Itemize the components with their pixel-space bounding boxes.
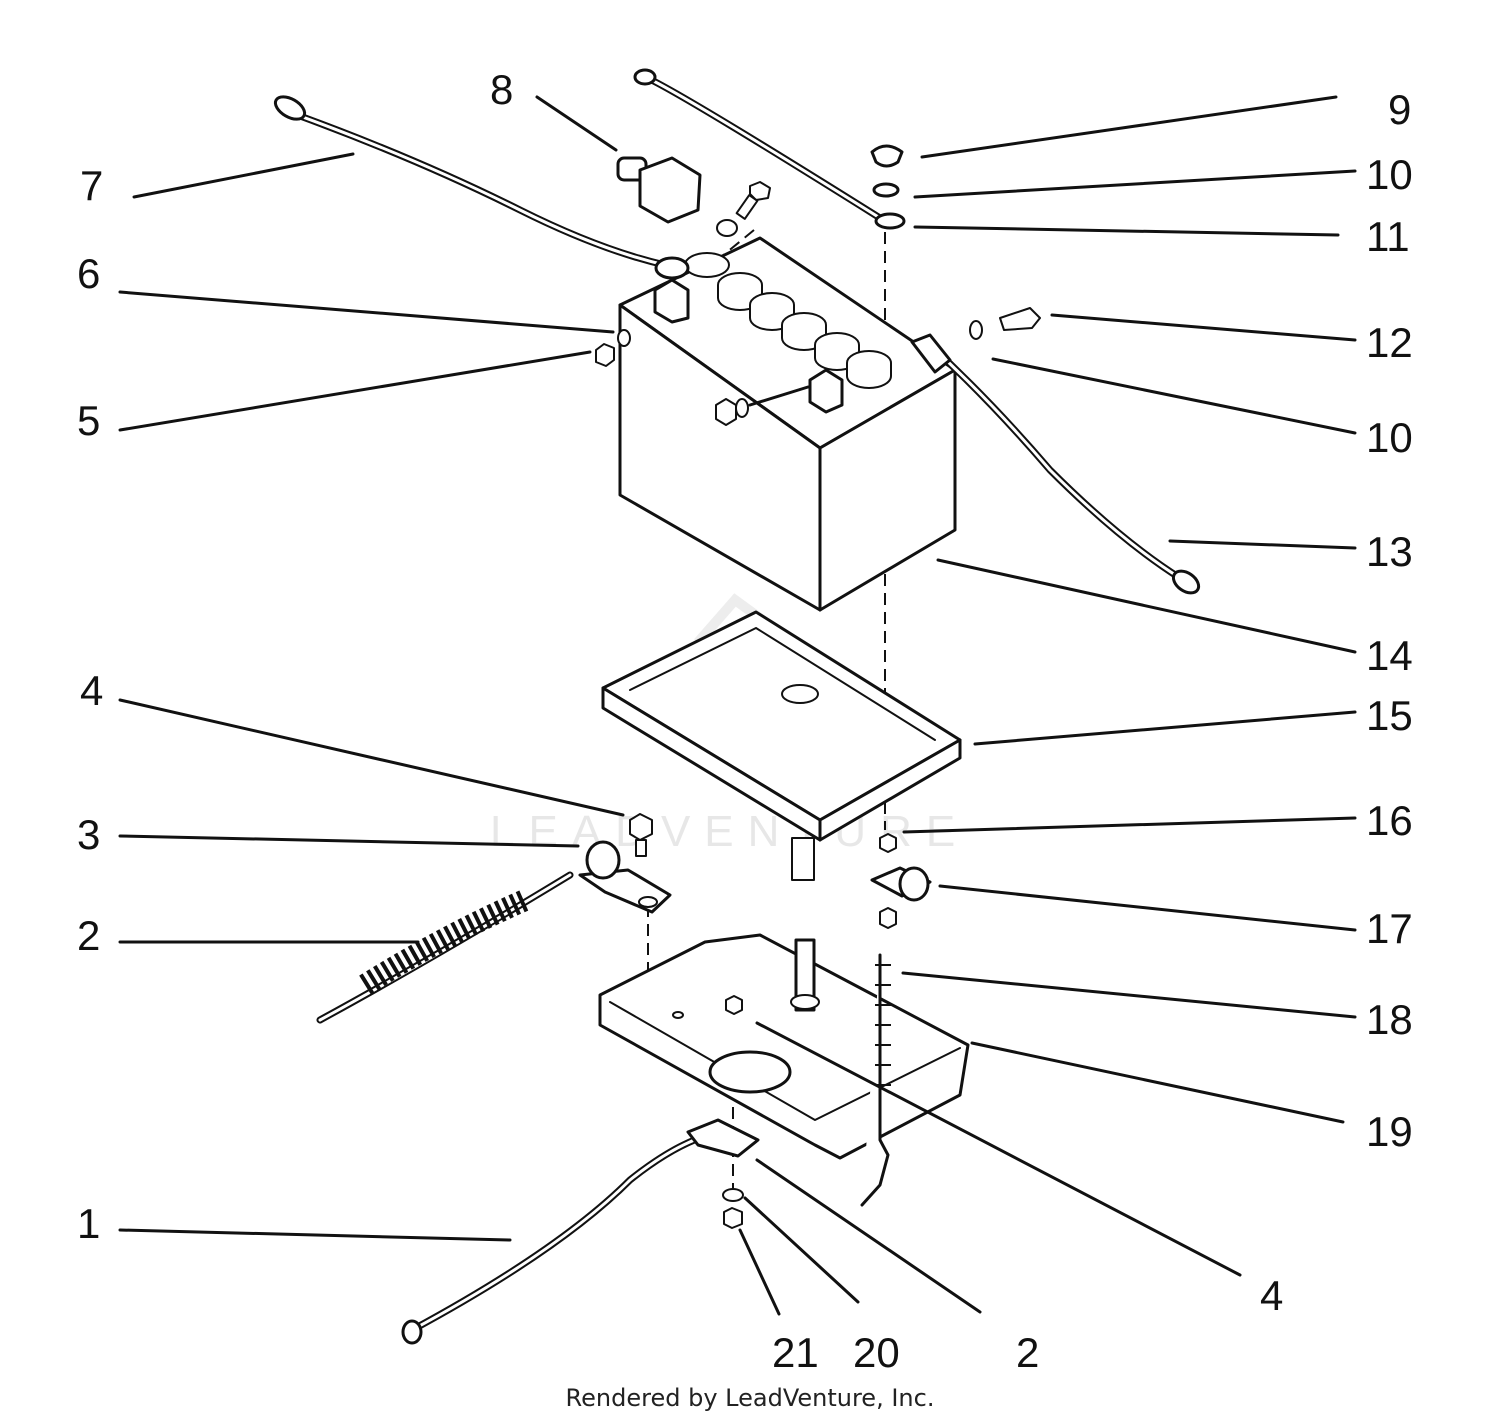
callout-17: 17 [1366,905,1413,952]
battery [618,236,957,612]
wing-nut [870,144,904,168]
battery-support [598,933,970,1160]
tray-hole [781,684,819,704]
washer-20 [722,1188,744,1202]
bolt-4-lower [725,995,743,1015]
terminal-nut [715,398,737,426]
callout-18: 18 [1366,996,1413,1043]
battery-cell-caps [684,252,892,389]
washer-10a [872,182,900,198]
callout-4-lower-right: 4 [1260,1272,1283,1319]
callout-15: 15 [1366,692,1413,739]
callout-9: 9 [1388,86,1411,133]
negative-cable [273,95,690,280]
hold-down-hardware [633,68,906,230]
callout-3: 3 [77,811,100,858]
tray-post [791,837,815,881]
clamp-2-lower [686,1118,760,1158]
leader-lines [118,95,1357,1316]
rod-hook [874,212,906,230]
callout-1: 1 [77,1200,100,1247]
battery-cable-guard [316,871,574,1024]
left-clamp [578,813,672,914]
positive-cable [910,307,1201,595]
callout-8: 8 [490,66,513,113]
callout-11: 11 [1366,213,1410,260]
callout-14: 14 [1366,632,1413,679]
callout-13: 13 [1366,528,1413,575]
callout-19: 19 [1366,1108,1413,1155]
callout-21: 21 [772,1329,819,1376]
callouts: 1 2 3 4 5 6 7 8 9 10 11 12 10 13 14 15 4… [77,66,1413,1376]
render-credit: Rendered by LeadVenture, Inc. [565,1384,935,1412]
callout-12: 12 [1366,319,1413,366]
top-terminal-bolt [716,181,771,237]
callout-5: 5 [77,397,100,444]
callout-4: 4 [80,667,103,714]
terminal-washer [735,398,749,418]
lower-cable [401,995,760,1345]
support-opening [708,1050,792,1094]
terminal-boot [616,156,702,224]
negative-terminal [653,278,690,324]
positive-terminal [808,368,844,414]
callout-10-top: 10 [1366,151,1413,198]
callout-6: 6 [77,250,100,297]
callout-2-lower: 2 [1016,1329,1039,1376]
watermark-text: LEADVENTURE [490,807,969,856]
nut-16 [879,833,897,853]
right-clamp [870,833,932,929]
callout-10-mid: 10 [1366,414,1413,461]
left-nut-washer [595,329,631,367]
callout-2: 2 [77,912,100,959]
nut-21 [723,1207,743,1229]
callout-16: 16 [1366,797,1413,844]
bolt-4-left [629,813,653,841]
callout-20: 20 [853,1329,900,1376]
j-bolt [860,953,891,1207]
spring-guard [359,889,530,995]
battery-tray [601,610,962,881]
callout-7: 7 [80,162,103,209]
